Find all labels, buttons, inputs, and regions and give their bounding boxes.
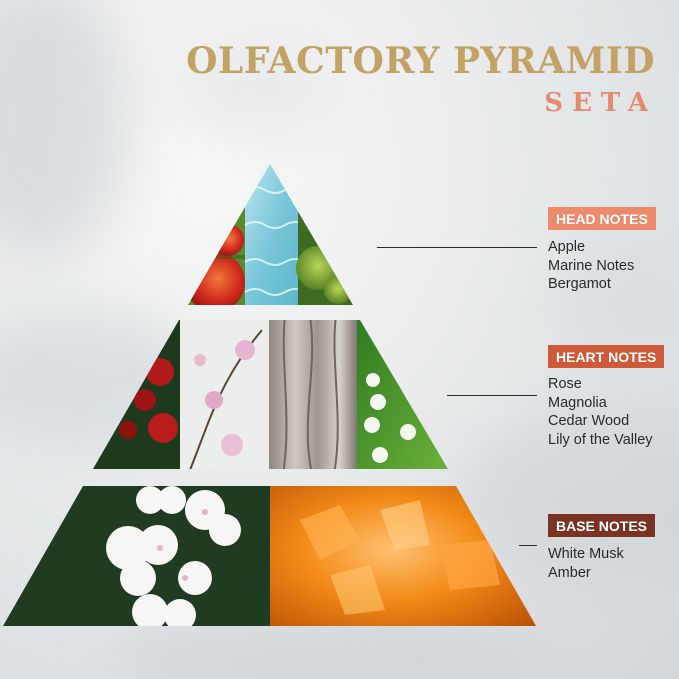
heart-notes-badge: HEART NOTES: [548, 345, 665, 368]
heart-leader-line: [447, 395, 537, 396]
white-flowers-image: [3, 486, 270, 626]
page-title: OLFACTORY PYRAMID: [186, 40, 655, 82]
magnolia-image: [180, 320, 269, 469]
bergamot-image: [296, 164, 353, 305]
note-item: Rose: [548, 376, 582, 392]
head-notes-list: Apple Marine Notes Bergamot: [548, 238, 634, 294]
note-item: Lily of the Valley: [548, 431, 653, 448]
product-subtitle: SETA: [544, 88, 657, 118]
base-notes-list: White Musk Amber: [548, 545, 624, 582]
lily-of-the-valley-image: [357, 320, 448, 469]
head-leader-line: [377, 247, 537, 248]
cedar-bark-image: [269, 320, 357, 469]
note-item: Cedar Wood: [548, 413, 630, 429]
rose-image: [93, 320, 180, 469]
heart-tier: [93, 320, 448, 469]
note-item: Amber: [548, 564, 591, 581]
base-tier: [3, 486, 536, 626]
note-item: Apple: [548, 239, 586, 255]
heart-notes-list: Rose Magnolia Cedar Wood Lily of the Val…: [548, 375, 653, 449]
head-tier: [188, 164, 353, 305]
head-notes-badge: HEAD NOTES: [548, 207, 656, 230]
base-leader-line: [519, 545, 537, 546]
note-item: Marine Notes: [548, 257, 635, 274]
amber-image: [270, 486, 536, 626]
water-image: [244, 164, 306, 305]
note-item: Magnolia: [548, 394, 607, 411]
base-notes-badge: BASE NOTES: [548, 514, 656, 537]
apple-image: [188, 164, 245, 305]
note-item: Bergamot: [548, 276, 611, 292]
note-item: White Musk: [548, 546, 624, 562]
